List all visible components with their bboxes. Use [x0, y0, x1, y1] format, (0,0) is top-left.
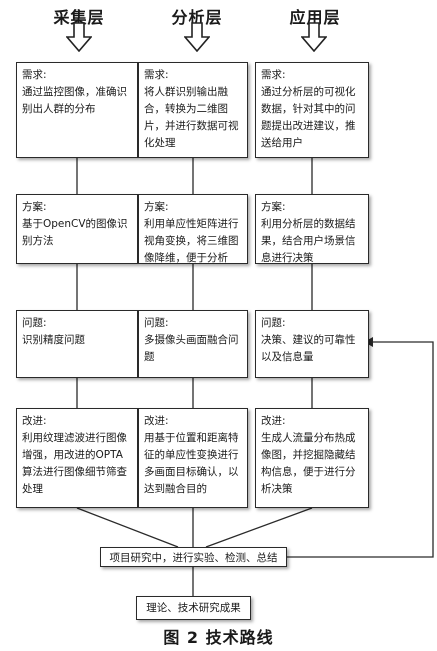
improve-label: 改进: [22, 415, 47, 427]
layer-title-analysis: 分析层 [171, 8, 223, 27]
plan-label: 方案: [22, 201, 47, 213]
layer-title-application: 应用层 [289, 8, 341, 27]
plan-label: 方案: [261, 201, 286, 213]
problem-label: 问题: [261, 317, 286, 329]
requirement-box-application: 需求: 通过分析层的可视化数据，针对其中的问题提出改进建议，推送给用户 [255, 62, 369, 158]
requirement-label: 需求: [261, 69, 286, 81]
requirement-text: 通过监控图像，准确识别出人群的分布 [22, 86, 127, 115]
problem-text: 决策、建议的可靠性以及信息量 [261, 334, 356, 363]
summary-box: 项目研究中，进行实验、检测、总结 [100, 547, 287, 567]
plan-box-application: 方案: 利用分析层的数据结果，结合用户场景信息进行决策 [255, 194, 369, 264]
problem-box-collect: 问题: 识别精度问题 [16, 310, 138, 378]
improve-box-application: 改进: 生成人流量分布热成像图，并挖掘隐藏结构信息，便于进行分析决策 [255, 408, 369, 508]
requirement-box-analysis: 需求: 将人群识别输出融合，转换为二维图片，并进行数据可视化处理 [138, 62, 248, 158]
requirement-label: 需求: [22, 69, 47, 81]
plan-text: 利用单应性矩阵进行视角变换，将三维图像降维，便于分析 [144, 218, 239, 264]
plan-text: 基于OpenCV的图像识别方法 [22, 218, 128, 247]
improve-label: 改进: [144, 415, 169, 427]
requirement-text: 将人群识别输出融合，转换为二维图片，并进行数据可视化处理 [144, 86, 239, 149]
problem-text: 识别精度问题 [22, 334, 85, 346]
plan-text: 利用分析层的数据结果，结合用户场景信息进行决策 [261, 218, 356, 264]
improve-text: 生成人流量分布热成像图，并挖掘隐藏结构信息，便于进行分析决策 [261, 432, 356, 495]
problem-box-analysis: 问题: 多摄像头画面融合问题 [138, 310, 248, 378]
problem-text: 多摄像头画面融合问题 [144, 334, 239, 363]
problem-box-application: 问题: 决策、建议的可靠性以及信息量 [255, 310, 369, 378]
down-arrow-icon [66, 22, 92, 52]
improve-label: 改进: [261, 415, 286, 427]
improve-text: 利用纹理滤波进行图像增强，用改进的OPTA算法进行图像细节筛查处理 [22, 432, 127, 495]
improve-text: 用基于位置和距离特征的单应性变换进行多画面目标确认，以达到融合目的 [144, 432, 239, 495]
down-arrow-icon [184, 22, 210, 52]
plan-box-collect: 方案: 基于OpenCV的图像识别方法 [16, 194, 138, 264]
problem-label: 问题: [22, 317, 47, 329]
down-arrow-icon [301, 22, 327, 52]
problem-label: 问题: [144, 317, 169, 329]
plan-box-analysis: 方案: 利用单应性矩阵进行视角变换，将三维图像降维，便于分析 [138, 194, 248, 264]
figure-caption: 图 2 技术路线 [163, 628, 274, 647]
improve-box-collect: 改进: 利用纹理滤波进行图像增强，用改进的OPTA算法进行图像细节筛查处理 [16, 408, 138, 508]
requirement-box-collect: 需求: 通过监控图像，准确识别出人群的分布 [16, 62, 138, 158]
layer-title-collect: 采集层 [53, 8, 105, 27]
requirement-label: 需求: [144, 69, 169, 81]
plan-label: 方案: [144, 201, 169, 213]
requirement-text: 通过分析层的可视化数据，针对其中的问题提出改进建议，推送给用户 [261, 86, 356, 149]
result-box: 理论、技术研究成果 [136, 596, 251, 620]
improve-box-analysis: 改进: 用基于位置和距离特征的单应性变换进行多画面目标确认，以达到融合目的 [138, 408, 248, 508]
